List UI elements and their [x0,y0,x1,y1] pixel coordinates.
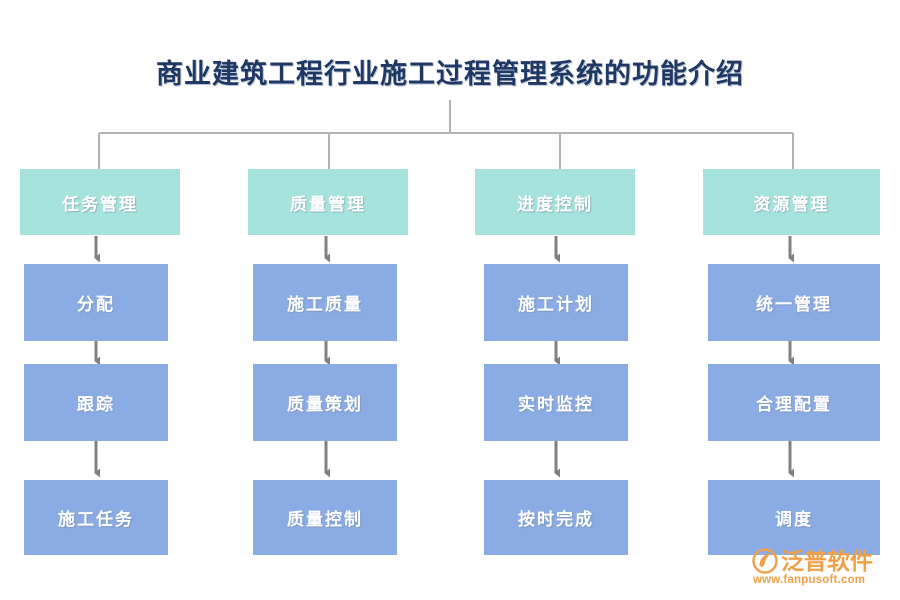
node-step-2-3[interactable]: 质量控制 [253,480,397,555]
page-title: 商业建筑工程行业施工过程管理系统的功能介绍 [156,59,744,89]
node-step-1-2[interactable]: 跟踪 [24,364,168,441]
node-head-2[interactable]: 质量管理 [248,169,408,235]
node-step-1-1[interactable]: 分配 [24,264,168,341]
brand-logo: 泛普软件 www.fanpusoft.com [752,548,892,594]
node-step-4-1[interactable]: 统一管理 [708,264,880,341]
logo-row: 泛普软件 [752,548,892,574]
node-step-4-2[interactable]: 合理配置 [708,364,880,441]
node-step-2-1[interactable]: 施工质量 [253,264,397,341]
node-step-3-2[interactable]: 实时监控 [484,364,628,441]
logo-url: www.fanpusoft.com [753,574,866,586]
node-head-3[interactable]: 进度控制 [475,169,635,235]
node-step-4-3[interactable]: 调度 [708,480,880,555]
logo-name: 泛普软件 [781,548,873,574]
node-step-1-3[interactable]: 施工任务 [24,480,168,555]
fanpu-swirl-icon [752,548,778,574]
node-step-3-3[interactable]: 按时完成 [484,480,628,555]
node-head-1[interactable]: 任务管理 [20,169,180,235]
node-step-3-1[interactable]: 施工计划 [484,264,628,341]
node-step-2-2[interactable]: 质量策划 [253,364,397,441]
node-head-4[interactable]: 资源管理 [703,169,880,235]
